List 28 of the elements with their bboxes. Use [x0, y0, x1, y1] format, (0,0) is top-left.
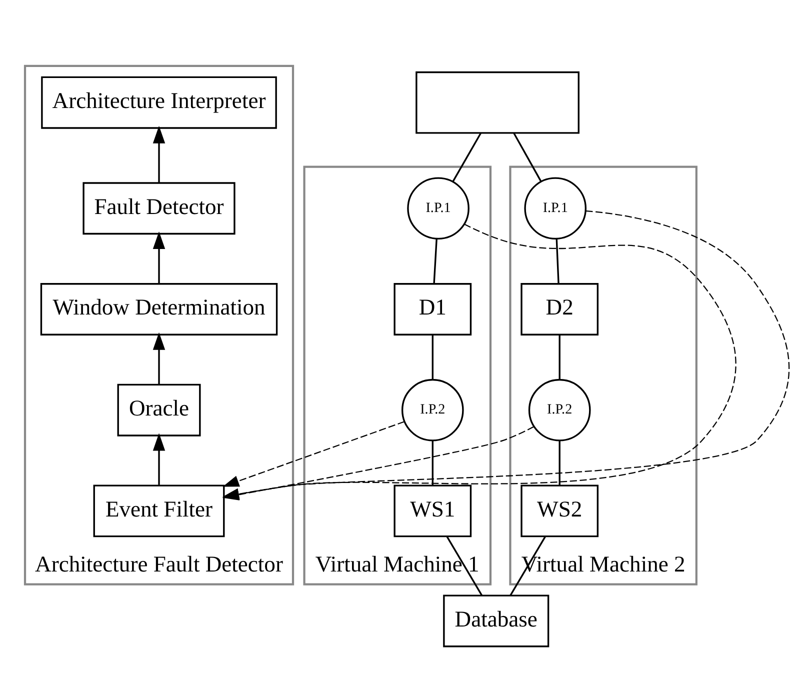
arrow: [152, 125, 166, 182]
node-box: D1: [394, 282, 472, 335]
node-box: Architecture Interpreter: [41, 76, 277, 128]
node-circle: I.P.1: [524, 176, 587, 240]
node-box: Event Filter: [93, 484, 225, 537]
connector: [556, 238, 560, 284]
node-box: WS1: [394, 484, 472, 537]
node-circle: I.P.1: [407, 176, 470, 240]
node-box: Database: [443, 594, 550, 647]
connector: [452, 132, 482, 182]
arrow: [222, 420, 405, 486]
node-box: WS2: [520, 484, 599, 537]
connector: [558, 440, 560, 485]
connector: [432, 440, 434, 485]
arrow: [152, 432, 166, 484]
connector: [432, 334, 434, 379]
node-box: [416, 70, 580, 134]
connector: [558, 334, 560, 379]
node-circle: I.P.2: [528, 378, 591, 441]
node-circle: I.P.2: [401, 378, 464, 441]
node-box: Window Determination: [40, 282, 278, 335]
connector: [433, 238, 438, 283]
node-box: D2: [520, 282, 599, 335]
node-box: Oracle: [117, 383, 201, 436]
arrow: [152, 332, 166, 384]
arrow: [152, 230, 166, 283]
node-box: Fault Detector: [82, 182, 236, 234]
connector: [513, 132, 542, 182]
